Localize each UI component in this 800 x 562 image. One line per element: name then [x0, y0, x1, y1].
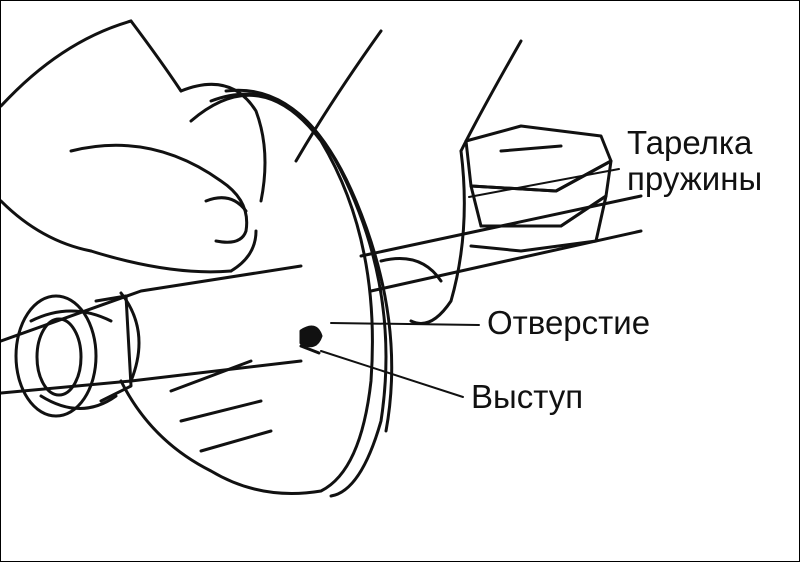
spring-seat-disc — [119, 88, 394, 498]
label-hole: Отверстие — [487, 304, 651, 341]
label-spring-plate-line1: Тарелка — [627, 124, 753, 161]
label-tab: Выступ — [471, 378, 584, 415]
spring-plate — [464, 124, 613, 253]
left-hand — [1, 19, 267, 274]
leader-tab — [320, 350, 464, 398]
leader-hole — [330, 322, 480, 326]
leader-lines — [320, 168, 620, 398]
rod-end-fitting — [14, 294, 133, 418]
leader-spring-plate — [468, 168, 620, 198]
label-spring-plate: Тарелка пружины — [627, 125, 762, 197]
right-hand — [294, 29, 523, 325]
label-spring-plate-line2: пружины — [627, 160, 763, 197]
